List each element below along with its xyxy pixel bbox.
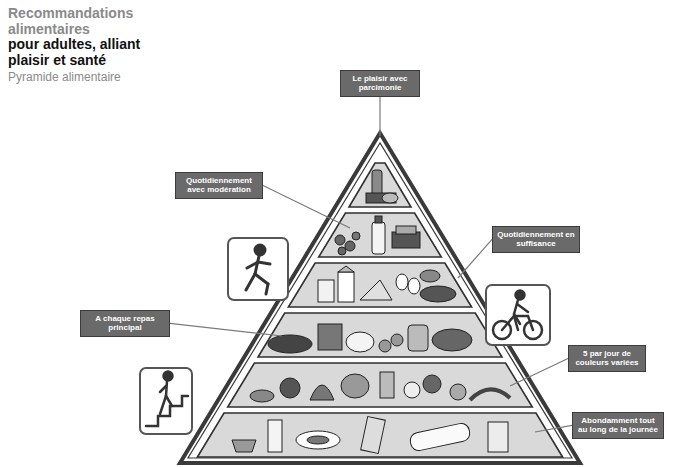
activity-icons (140, 238, 550, 434)
leader-line (510, 358, 568, 386)
callout-text: 5 par jour de couleurs variées (573, 349, 641, 368)
callout-box: A chaque repas principal (80, 310, 170, 337)
title: Recommandations alimentaires (8, 6, 180, 37)
callout-box: Le plaisir avec parcimonie (340, 70, 420, 97)
callout-text: Abondamment tout au long de la journée (577, 416, 659, 435)
leader-line (170, 323, 282, 336)
leader-line (535, 425, 572, 432)
leader-line (379, 97, 380, 136)
callout-text: Le plaisir avec parcimonie (345, 74, 415, 93)
callout-box: Quotidiennement en suffisance (492, 226, 580, 253)
title-block: Recommandations alimentairespour adultes… (8, 6, 180, 84)
callout-box: Quotidiennement avec modération (175, 172, 263, 199)
callout-text: Quotidiennement avec modération (180, 176, 258, 195)
leader-line (263, 185, 350, 228)
callout-text: A chaque repas principal (85, 314, 165, 333)
callout-box: Abondamment tout au long de la journée (572, 412, 664, 439)
leader-line (458, 239, 492, 278)
callout-text: Quotidiennement en suffisance (497, 230, 575, 249)
callout-box: 5 par jour de couleurs variées (568, 345, 646, 372)
subtitle: pour adultes, alliant plaisir et santé (8, 37, 180, 68)
caption-label: Pyramide alimentaire (8, 70, 180, 84)
